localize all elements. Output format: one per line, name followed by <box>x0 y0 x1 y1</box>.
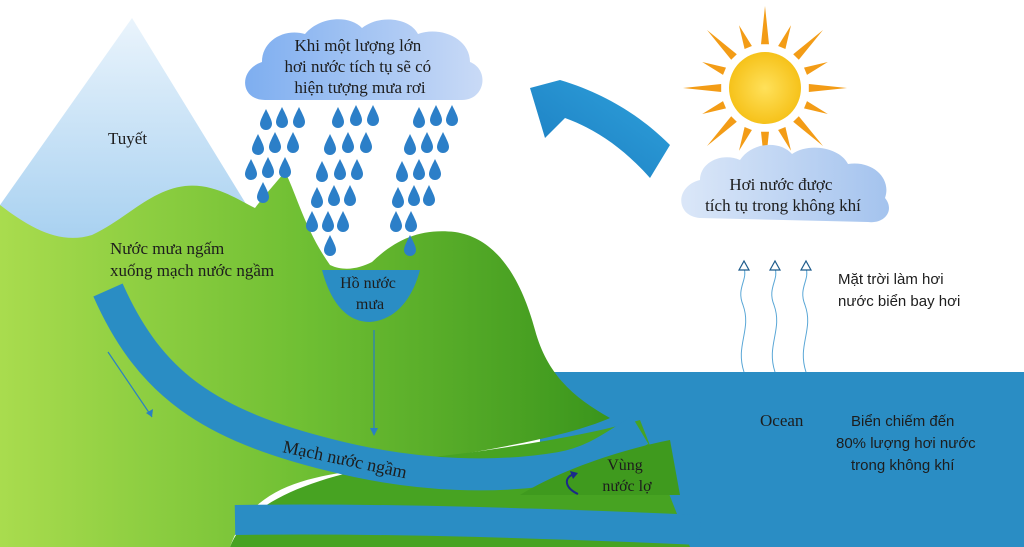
evaporation-arrow <box>530 80 670 178</box>
sun-ray <box>707 116 737 146</box>
infiltration-arrowhead <box>146 409 153 417</box>
evaporation-arrowheads <box>737 259 813 271</box>
vapor-cloud <box>681 144 889 223</box>
brackish-zone-text: Vùng nước lợ <box>602 457 652 495</box>
sun-ray <box>707 30 737 60</box>
vapor-cloud-text: Hơi nước được tích tụ trong không khí <box>705 175 861 215</box>
rain-lake <box>322 270 420 322</box>
green-hills <box>0 172 610 547</box>
rain-lake-text: Hồ nước mưa <box>340 275 400 313</box>
sun-ray <box>739 25 752 49</box>
evaporation-lines <box>740 267 809 373</box>
sun-ray <box>702 101 726 114</box>
rain-cloud-text: Khi một lượng lớn hơi nước tích tụ sẽ có… <box>285 36 436 97</box>
ocean-share-text: Biển chiếm đến 80% lượng hơi nước trong … <box>836 413 980 474</box>
lake-seep-arrowhead <box>370 428 378 436</box>
brackish-zone <box>520 440 680 495</box>
evaporation-text: Mặt trời làm hơi nước biển bay hơi <box>838 271 960 310</box>
sun-ray <box>778 127 791 151</box>
sun-ray <box>804 62 828 75</box>
sun-ray <box>683 84 722 92</box>
sun-ray <box>778 25 791 49</box>
ocean-label: Ocean <box>760 411 804 430</box>
rain-cloud <box>245 19 483 100</box>
sun-ray <box>793 30 823 60</box>
sun-ray <box>793 116 823 146</box>
sun-ray <box>761 6 769 45</box>
sun-ray <box>739 127 752 151</box>
groundwater-channel <box>93 283 649 491</box>
sun-ray <box>702 62 726 75</box>
sun-ray <box>808 84 847 92</box>
snow-label: Tuyết <box>108 129 147 148</box>
infiltration-arrow <box>107 351 153 418</box>
brackish-curl-arrowhead <box>570 471 578 479</box>
rain-infiltration-text: Nước mưa ngấm xuống mạch nước ngầm <box>110 239 274 280</box>
groundwater-bottom-flow <box>234 504 701 545</box>
sun-ray <box>804 101 828 114</box>
